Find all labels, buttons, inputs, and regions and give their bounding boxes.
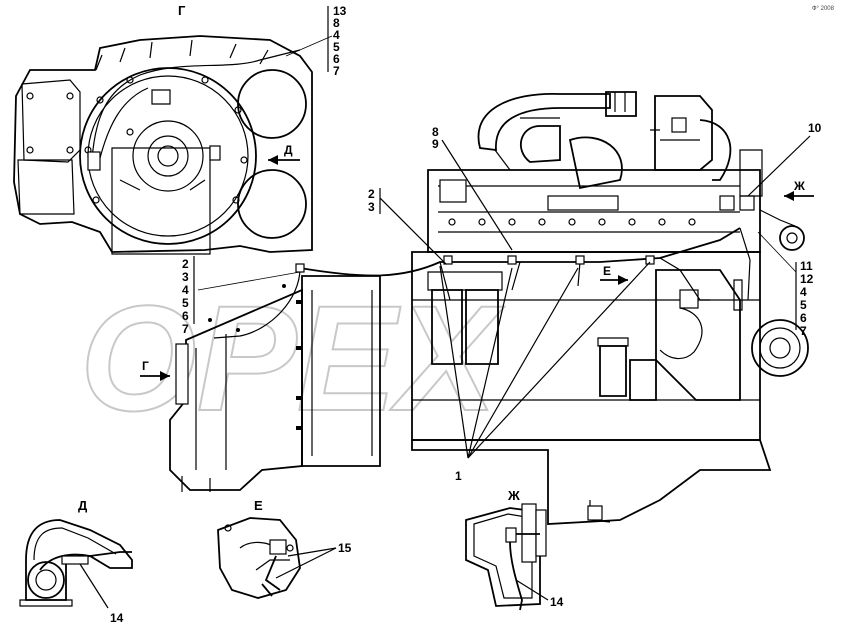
watermark: ОРЕХ bbox=[80, 274, 505, 442]
callout-13: 13 bbox=[333, 4, 347, 18]
view-zh-detail bbox=[465, 503, 549, 611]
callout-6-top: 6 bbox=[333, 52, 340, 66]
callout-15: 15 bbox=[275, 541, 352, 579]
callout-6-right: 6 bbox=[800, 311, 807, 325]
callout-left-mid: 2 3 4 5 6 7 bbox=[182, 256, 301, 336]
view-e-title: Е bbox=[254, 498, 263, 513]
arrow-d: Д bbox=[268, 143, 300, 165]
callout-3-mid: 3 bbox=[368, 200, 375, 214]
callout-11: 11 bbox=[800, 259, 813, 273]
callout-5-left: 5 bbox=[182, 296, 189, 310]
callout-10-label: 10 bbox=[808, 121, 822, 135]
callout-7-left: 7 bbox=[182, 322, 189, 336]
callout-5-right: 5 bbox=[800, 298, 807, 312]
callout-4-top: 4 bbox=[333, 28, 340, 42]
arrow-zh-label: Ж bbox=[793, 179, 805, 193]
arrow-d-label: Д bbox=[284, 143, 293, 157]
callout-9-mid: 9 bbox=[432, 137, 439, 151]
view-g-title: Г bbox=[178, 3, 186, 18]
callout-10: 10 bbox=[747, 121, 822, 197]
view-d-title: Д bbox=[78, 498, 88, 513]
callout-2-mid: 2 bbox=[368, 187, 375, 201]
callout-14-left: 14 bbox=[110, 611, 124, 625]
callout-12: 12 bbox=[800, 272, 814, 286]
engine-side-view bbox=[169, 91, 809, 525]
view-d-detail bbox=[19, 519, 133, 609]
view-e-detail bbox=[217, 517, 301, 599]
arrow-e: Е bbox=[600, 264, 628, 285]
callout-89: 8 9 bbox=[432, 125, 513, 251]
callout-8-top: 8 bbox=[333, 16, 340, 30]
callout-1-label: 1 bbox=[455, 469, 462, 483]
arrow-g: Г bbox=[140, 359, 170, 381]
callout-1: 1 bbox=[439, 261, 651, 483]
callout-23: 2 3 bbox=[368, 187, 447, 265]
callout-8-mid: 8 bbox=[432, 125, 439, 139]
callout-4-right: 4 bbox=[800, 285, 807, 299]
callout-4-left: 4 bbox=[182, 283, 189, 297]
arrow-zh: Ж bbox=[784, 179, 814, 201]
corner-note: Ф° 2008 bbox=[812, 6, 835, 12]
callout-14-right: 14 bbox=[550, 595, 564, 609]
arrow-e-label: Е bbox=[603, 264, 611, 278]
callout-top-left: 13 8 4 5 6 7 bbox=[285, 4, 347, 78]
callout-7-right: 7 bbox=[800, 324, 807, 338]
view-zh-title: Ж bbox=[507, 488, 520, 503]
callout-2-left: 2 bbox=[182, 257, 189, 271]
callout-15-label: 15 bbox=[338, 541, 352, 555]
callout-3-left: 3 bbox=[182, 270, 189, 284]
callout-7-top: 7 bbox=[333, 64, 340, 78]
callout-5-top: 5 bbox=[333, 40, 340, 54]
view-g-drawing bbox=[13, 35, 313, 255]
callout-6-left: 6 bbox=[182, 309, 189, 323]
callout-right: 11 12 4 5 6 7 bbox=[757, 231, 814, 338]
arrow-g-label: Г bbox=[142, 359, 149, 373]
